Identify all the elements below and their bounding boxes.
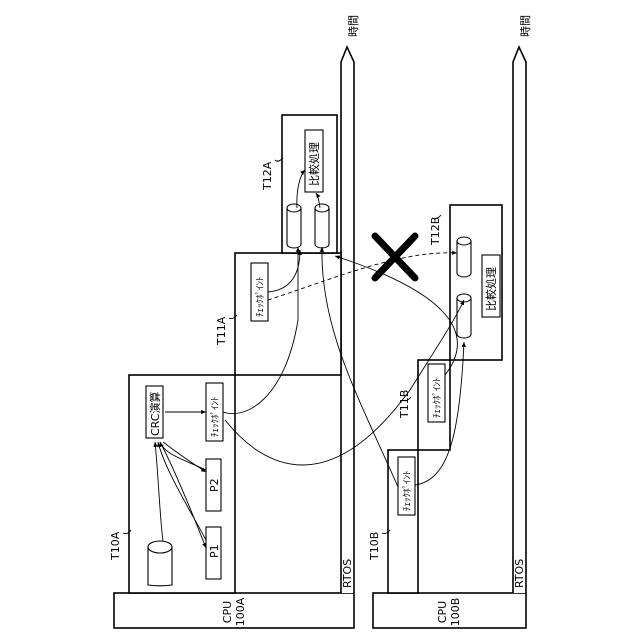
time-axis-label-b: 時間: [519, 15, 532, 37]
checkpoint-t11a-label: ﾁｪｯｸﾎﾟｲﾝﾄ: [255, 276, 266, 317]
rtos-100b-label: RTOS: [513, 559, 526, 588]
task-t10a-label: T10A: [109, 531, 122, 561]
checkpoint-t10a-label: ﾁｪｯｸﾎﾟｲﾝﾄ: [210, 396, 221, 437]
cpu-100a-label-2: 100A: [234, 597, 247, 626]
crc-calculation-label: CRC演算: [148, 392, 162, 436]
task-t11a-label: T11A: [215, 316, 228, 346]
cpu-100b-label-1: CPU: [436, 601, 449, 623]
data-store-cylinder-icon: [148, 541, 172, 586]
compare-process-t12b-label: 比較処理: [484, 267, 498, 311]
compare-process-t12a-label: 比較処理: [307, 142, 321, 186]
checkpoint-t11b-label: ﾁｪｯｸﾎﾟｲﾝﾄ: [432, 377, 443, 418]
task-t12b-label: T12B: [429, 217, 442, 246]
time-axis-label-a: 時間: [347, 15, 360, 37]
process-p2-label: P2: [208, 478, 221, 492]
rtos-100a-label: RTOS: [341, 559, 354, 588]
rtos-100b-time-axis: [513, 47, 526, 593]
task-t10b-label: T10B: [368, 532, 381, 561]
storage-cylinder-icon: [315, 204, 329, 248]
storage-cylinder-icon: [287, 204, 301, 248]
process-p1-label: P1: [208, 544, 221, 558]
cpu-100a-column: CPU 100A RTOS 時間 T10A P1 P2 CRC演算 ﾁｪｯｸﾎﾟ…: [109, 15, 360, 628]
cpu-100b-label-2: 100B: [449, 598, 462, 627]
storage-cylinder-icon: [457, 237, 471, 277]
task-t12a-label: T12A: [261, 161, 274, 191]
rtos-100a-time-axis: [341, 47, 354, 593]
task-t11b-label: T11B: [398, 390, 411, 419]
cpu-100a-label-1: CPU: [221, 601, 234, 623]
checkpoint-t10b-label: ﾁｪｯｸﾎﾟｲﾝﾄ: [402, 470, 413, 511]
